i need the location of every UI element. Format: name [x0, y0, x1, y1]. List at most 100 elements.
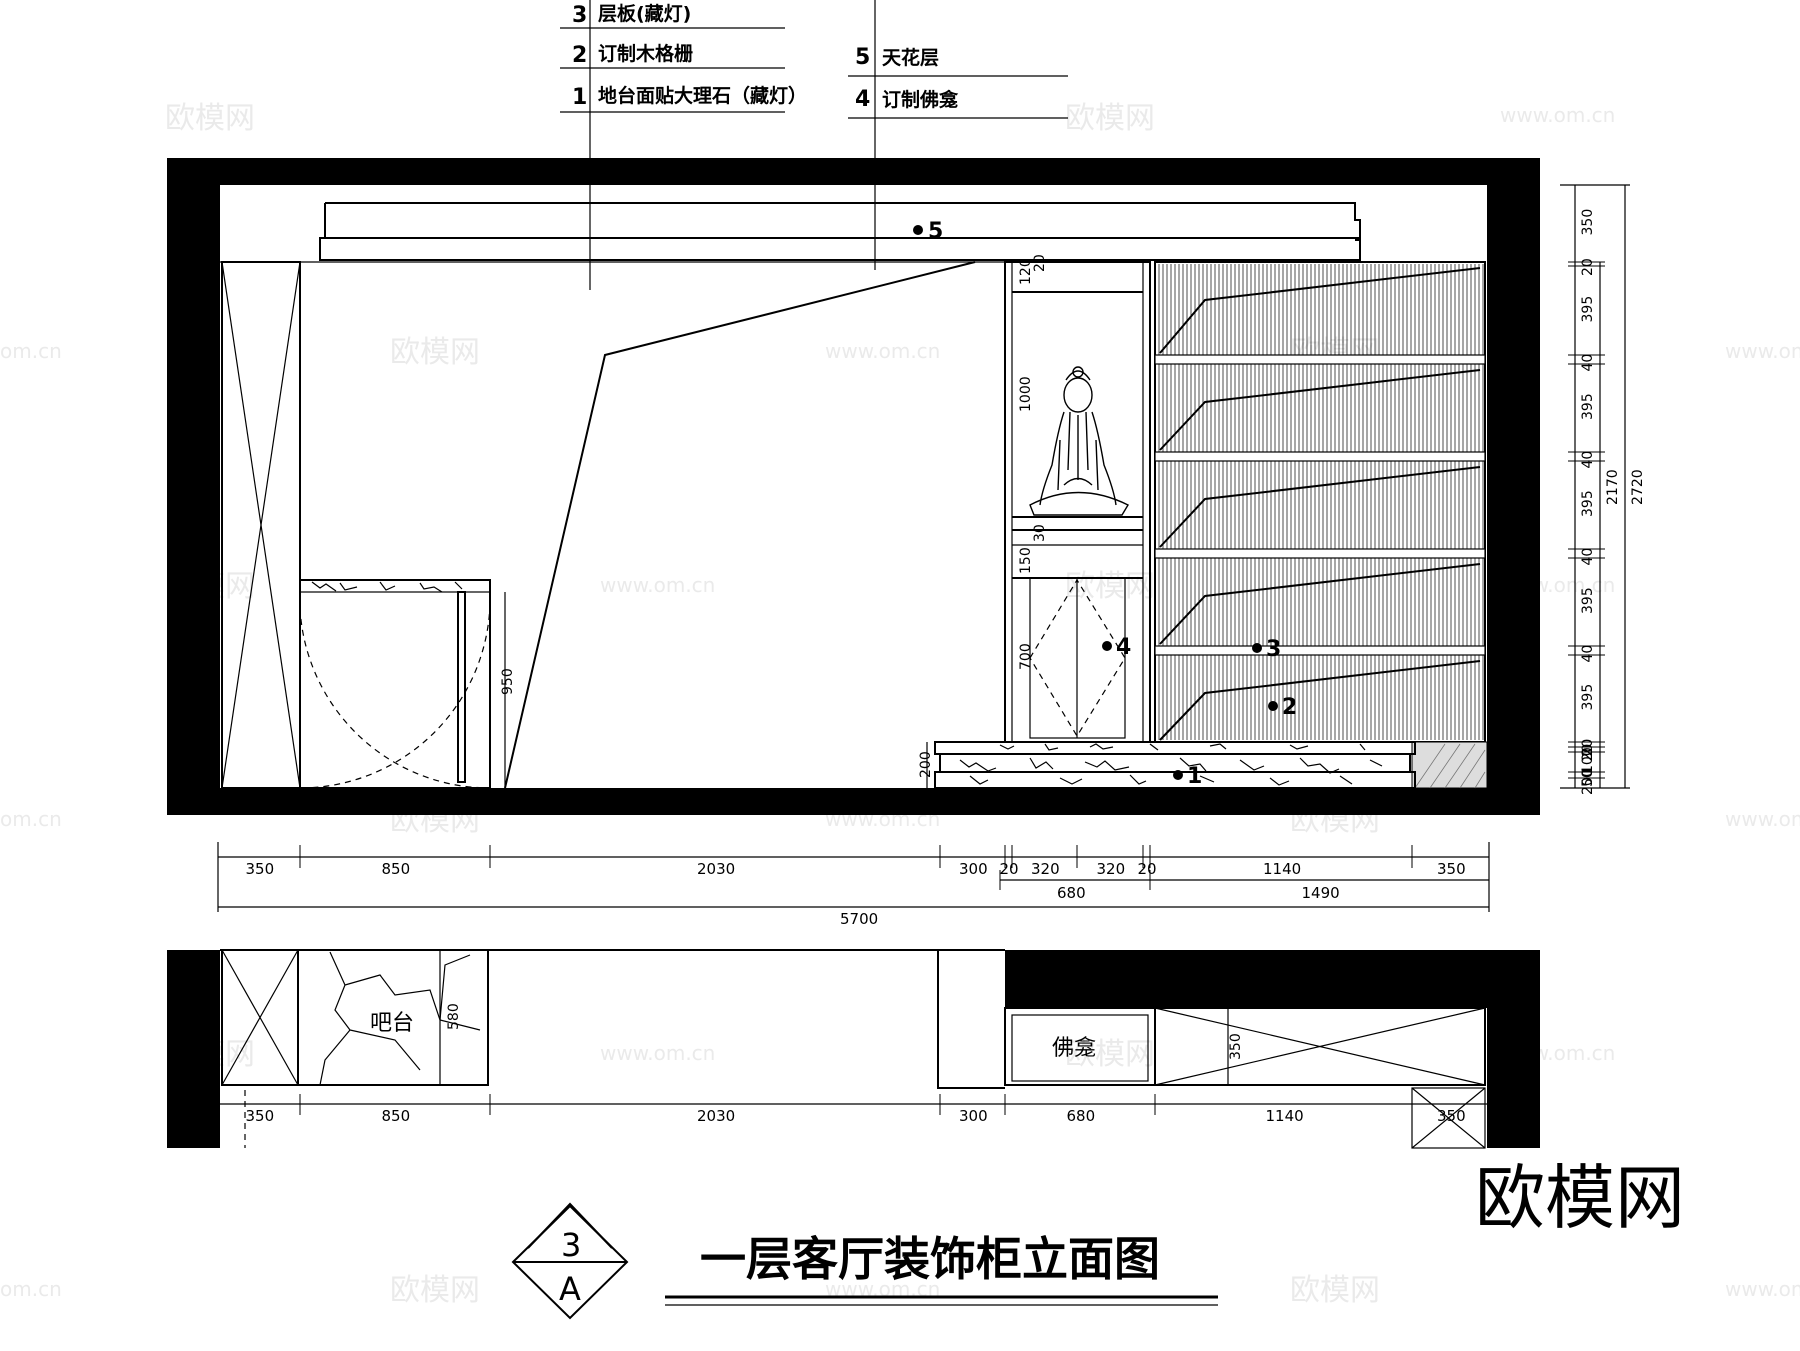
watermark: 欧模网 — [1065, 1037, 1155, 1072]
dim-text: 1140 — [1263, 860, 1301, 878]
dim-text: 395 — [1580, 684, 1596, 711]
dim-text: 2030 — [697, 860, 735, 878]
watermark: 欧模网 — [1065, 569, 1155, 604]
callout-marker-1: 1 — [1187, 764, 1202, 789]
dim-text: 950 — [500, 668, 516, 695]
dim-text: 1000 — [1018, 376, 1034, 412]
shrine-cabinet: 120 1000 150 700 20 30 — [1004, 254, 1151, 743]
legend-right: 5 天花层 4 订制佛龛 — [848, 0, 1068, 270]
dim-text: 300 — [959, 1107, 988, 1125]
ceiling-layer — [220, 202, 1361, 263]
dim-text: 2030 — [697, 1107, 735, 1125]
plan-label-bar: 吧台 — [370, 1011, 414, 1036]
dim-text: 40 — [1580, 354, 1596, 372]
dim-text: 320 — [1097, 860, 1126, 878]
dim-text: 395 — [1580, 490, 1596, 517]
legend-text: 订制木格栅 — [598, 42, 693, 65]
elevation-wall-frame — [167, 158, 1540, 815]
dim-text: 40 — [1580, 645, 1596, 663]
dim-text: 1490 — [1302, 884, 1340, 902]
dim-text: 580 — [446, 1003, 462, 1030]
legend-num: 4 — [855, 87, 870, 112]
callout-marker-2: 2 — [1282, 695, 1297, 720]
dim-text: 40 — [1580, 548, 1596, 566]
plan-dimension-chain: 350 850 2030 300 680 1140 350 — [217, 1094, 1490, 1125]
legend-left: 3 层板(藏灯) 2 订制木格栅 1 地台面贴大理石（藏灯） — [560, 0, 807, 290]
angled-feature-wall — [504, 261, 976, 789]
diagonal-grille-rail — [1159, 466, 1481, 548]
legend-text: 层板(藏灯) — [598, 2, 691, 25]
dim-text: 2170 — [1605, 469, 1621, 505]
legend-num: 5 — [855, 45, 870, 70]
watermark-url: om.cn — [0, 339, 62, 363]
watermark-url: www.om.cn — [1725, 339, 1800, 363]
marble-platform: 200 — [918, 741, 1416, 789]
shelf-board — [1154, 548, 1486, 559]
dim-text: 350 — [1580, 209, 1596, 236]
watermark: 欧模网 — [390, 335, 480, 370]
dim-text: 200 — [918, 751, 934, 778]
dim-text: 20 — [1138, 860, 1157, 878]
dim-text: 100 — [1580, 747, 1596, 774]
dim-text: 20 — [1580, 258, 1596, 276]
dim-text: 395 — [1580, 296, 1596, 323]
dim-text: 350 — [1437, 1107, 1466, 1125]
shelf-board — [1154, 451, 1486, 462]
dim-text: 395 — [1580, 587, 1596, 614]
watermark-url: www.om.cn — [600, 1041, 715, 1065]
diagonal-grille-rail — [1159, 267, 1481, 354]
plan-view: 吧台 580 佛龛 350 — [167, 949, 1540, 1149]
dim-text: 30 — [1032, 524, 1048, 542]
dim-text: 850 — [382, 1107, 411, 1125]
dim-text: 850 — [382, 860, 411, 878]
buddha-statue-icon — [1029, 366, 1129, 516]
dim-text: 350 — [246, 860, 275, 878]
callout-marker-3: 3 — [1266, 637, 1281, 662]
marker-dot — [1173, 770, 1183, 780]
dim-text: 300 — [959, 860, 988, 878]
dim-text: 350 — [1228, 1033, 1244, 1060]
callout-marker-4: 4 — [1116, 635, 1131, 660]
marker-dot — [1102, 641, 1112, 651]
bar-counter: 950 — [299, 579, 516, 789]
legend-text: 天花层 — [882, 46, 939, 69]
dim-text: 700 — [1018, 643, 1034, 670]
dim-text: 350 — [1437, 860, 1466, 878]
dim-text: 350 — [246, 1107, 275, 1125]
watermark: 欧模网 — [165, 101, 255, 136]
dim-text: 320 — [1031, 860, 1060, 878]
watermark-url: www.om.cn — [1725, 807, 1800, 831]
dim-text: 680 — [1057, 884, 1086, 902]
marker-dot — [1268, 701, 1278, 711]
marker-dot — [913, 225, 923, 235]
dim-text: 1140 — [1266, 1107, 1304, 1125]
dim-text: 2720 — [1630, 469, 1646, 505]
watermark-url: om.cn — [0, 807, 62, 831]
dim-text: 40 — [1580, 451, 1596, 469]
diagonal-grille-rail — [1159, 563, 1481, 645]
callout-markers: 5 4 3 2 1 — [913, 219, 1297, 789]
watermark-url: om.cn — [0, 1277, 62, 1301]
legend-num: 2 — [572, 43, 587, 68]
dim-text: 395 — [1580, 393, 1596, 420]
right-dimension-chain: 3502039540395403954039540395202010050200… — [1560, 184, 1646, 795]
dim-text: 50 — [1580, 769, 1596, 787]
dim-text: 20 — [1580, 744, 1596, 762]
dim-text: 680 — [1067, 1107, 1096, 1125]
dim-text: 20 — [1000, 860, 1019, 878]
shelf-board — [1154, 645, 1486, 656]
legend-num: 3 — [572, 3, 587, 28]
dim-text: 20 — [1580, 739, 1596, 757]
dim-text: 120 — [1018, 258, 1034, 285]
watermark: 欧模网 — [1290, 1273, 1380, 1308]
diagonal-grille-rail — [1159, 369, 1481, 451]
callout-marker-5: 5 — [928, 219, 943, 244]
watermark-url: www.om.cn — [1500, 103, 1615, 127]
wood-grille-cabinet — [1154, 261, 1488, 789]
left-cabinet-panel — [221, 261, 301, 789]
shelf-board — [1154, 354, 1486, 365]
dim-text: 150 — [1018, 547, 1034, 574]
legend-num: 1 — [572, 85, 587, 110]
